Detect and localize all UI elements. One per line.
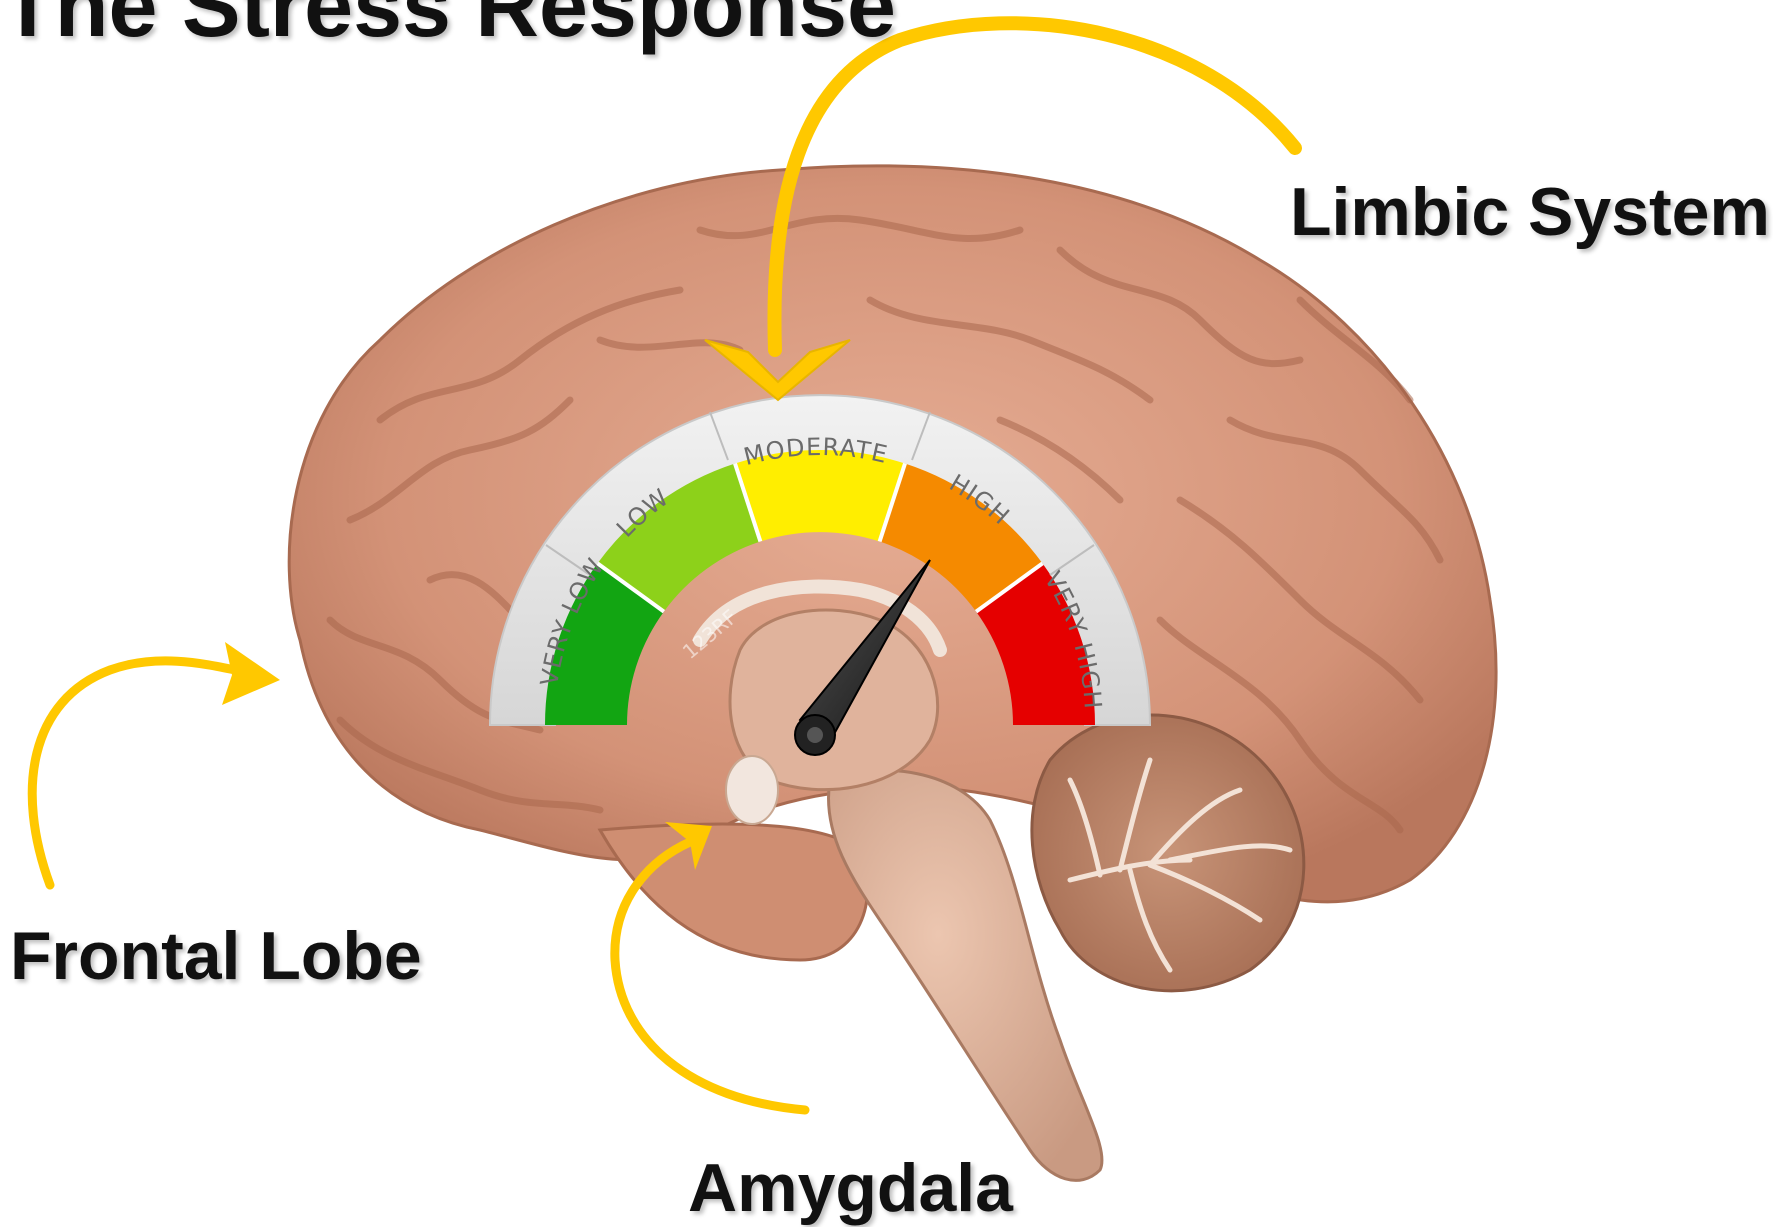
frontal-arrow-icon <box>32 642 280 885</box>
label-amygdala: Amygdala <box>688 1154 1013 1222</box>
label-frontal-lobe: Frontal Lobe <box>10 922 422 990</box>
amygdala-region <box>726 756 778 824</box>
label-limbic-system: Limbic System <box>1290 178 1770 246</box>
page-title: The Stress Response <box>1 0 896 50</box>
temporal-lobe <box>600 824 868 960</box>
